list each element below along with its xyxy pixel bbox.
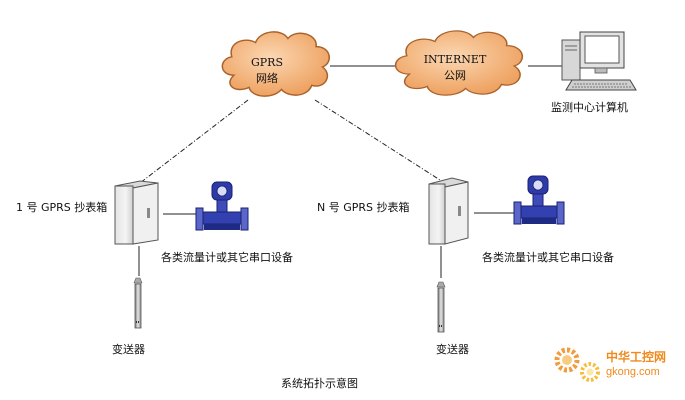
- station-n-device-label: 各类流量计或其它串口设备: [482, 251, 614, 264]
- meter-box-1: [114, 180, 159, 245]
- diagram-caption: 系统拓扑示意图: [281, 377, 358, 390]
- wireless-link-1: [139, 99, 249, 184]
- gprs-cloud-label-2: 网络: [256, 72, 278, 85]
- transmitter-probe-n: [436, 281, 446, 333]
- transmitter-probe-1: [133, 277, 143, 329]
- wireless-link-n: [314, 99, 441, 181]
- meter-box-n: [428, 177, 469, 245]
- watermark-url: gkong.com: [606, 366, 660, 378]
- computer-label: 监测中心计算机: [551, 101, 628, 114]
- computer-icon: [561, 31, 637, 91]
- internet-cloud-label-2: 公网: [444, 69, 466, 82]
- station-1-transmitter-label: 变送器: [112, 343, 145, 356]
- internet-cloud-label-1: INTERNET: [423, 53, 487, 66]
- gear-icon: [554, 347, 600, 382]
- flowmeter-icon-n: [513, 175, 565, 225]
- station-1-name: 1 号 GPRS 抄表箱: [16, 201, 108, 214]
- flowmeter-icon-1: [195, 181, 249, 231]
- gprs-cloud-label-1: GPRS: [250, 56, 283, 69]
- watermark-cn: 中华工控网: [606, 350, 667, 364]
- station-1-device-label: 各类流量计或其它串口设备: [161, 251, 293, 264]
- station-n-name: N 号 GPRS 抄表箱: [317, 201, 410, 214]
- station-n-transmitter-label: 变送器: [436, 343, 469, 356]
